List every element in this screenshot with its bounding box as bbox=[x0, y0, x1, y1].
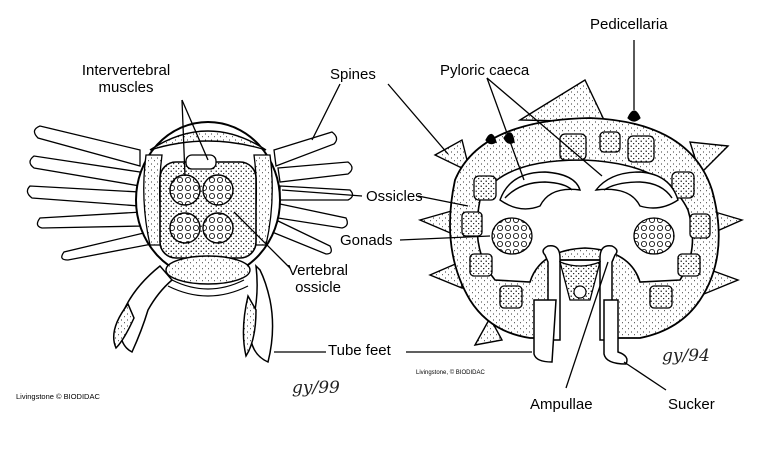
label-spines: Spines bbox=[330, 66, 376, 83]
leader-lines bbox=[181, 40, 667, 391]
vertebral-ossicle-shape bbox=[159, 161, 257, 259]
pyloric-caeca-shapes bbox=[499, 171, 679, 210]
label-pedicellaria: Pedicellaria bbox=[590, 16, 668, 33]
intervertebral-muscle-blocks bbox=[169, 174, 234, 244]
label-ampullae: Ampullae bbox=[530, 396, 593, 413]
signature-left: gy/99 bbox=[292, 378, 340, 398]
right-arm-section bbox=[417, 78, 745, 365]
credit-left: Livingstone © BIODIDAC bbox=[16, 392, 100, 401]
label-gonads: Gonads bbox=[340, 232, 393, 249]
label-tube-feet: Tube feet bbox=[328, 342, 391, 359]
right-tube-feet bbox=[533, 299, 628, 365]
left-arm-section bbox=[26, 121, 354, 364]
left-spines-left-side bbox=[26, 125, 153, 261]
left-spines-right-side bbox=[271, 131, 354, 255]
gonad-shapes bbox=[491, 217, 675, 255]
label-ossicles: Ossicles bbox=[366, 188, 423, 205]
label-vertebral-ossicle: Vertebral ossicle bbox=[287, 262, 349, 296]
left-tube-feet bbox=[113, 263, 274, 364]
label-sucker: Sucker bbox=[668, 396, 715, 413]
label-intervertebral-muscles: Intervertebral muscles bbox=[81, 62, 171, 96]
label-pyloric-caeca: Pyloric caeca bbox=[440, 62, 530, 79]
signature-right: gy/94 bbox=[662, 346, 710, 366]
credit-right: Livingstone, © BIODIDAC bbox=[416, 370, 485, 376]
right-ossicle-plates bbox=[461, 131, 711, 309]
